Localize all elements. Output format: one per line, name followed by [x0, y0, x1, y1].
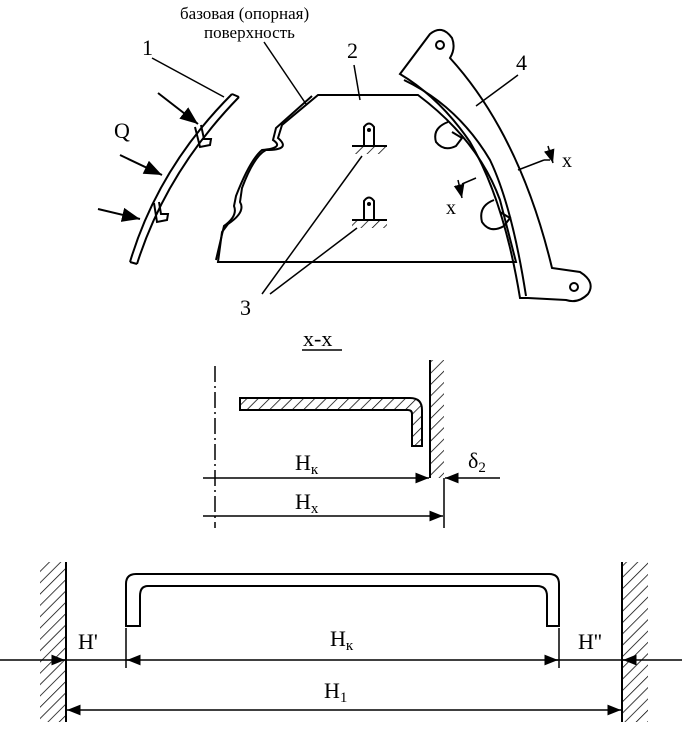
base-surface-caption-line2: поверхность [204, 23, 295, 42]
part-4-leader [475, 74, 519, 107]
section-title: x-x [303, 326, 332, 351]
dim-h-dprime-label: H'' [578, 629, 602, 654]
dim-h-prime-label: H' [78, 629, 98, 654]
load-arrows [97, 92, 199, 222]
base-surface-contour [215, 95, 313, 261]
part-1-blank [129, 93, 240, 265]
part-3-upper-pin [352, 122, 387, 154]
section-wall [429, 360, 445, 528]
part-4-number: 4 [516, 50, 527, 75]
base-surface-leader [263, 41, 307, 105]
part-4-clamp [398, 28, 592, 303]
part-1-leader [151, 57, 225, 98]
section-profile [239, 397, 423, 447]
part-2-number: 2 [347, 38, 358, 63]
part-3-lower-pin [352, 196, 387, 228]
dim-h1-label: H1 [324, 678, 347, 706]
part-2-leader [353, 64, 361, 101]
dim-hk-lower-label: Hк [330, 626, 354, 654]
section-mark-1 [517, 145, 555, 171]
part-1-number: 1 [142, 35, 153, 60]
load-label: Q [114, 118, 130, 143]
dim-hx-label: Hx [295, 489, 319, 517]
section-mark-2 [453, 177, 477, 199]
dim-delta2-label: δ2 [468, 448, 486, 476]
channel-profile [125, 573, 560, 627]
extension-lines [125, 628, 560, 668]
dim-hk-upper-label: Hк [295, 450, 319, 478]
part-2-die [216, 94, 518, 263]
section-axis-x-label-2: x [446, 197, 456, 219]
section-axis-x-label-1: x [562, 150, 572, 172]
part-3-leaders [261, 155, 363, 295]
base-surface-caption-line1: базовая (опорная) [180, 4, 309, 23]
part-3-number: 3 [240, 295, 251, 320]
right-wall [621, 562, 648, 722]
left-wall [40, 562, 67, 722]
